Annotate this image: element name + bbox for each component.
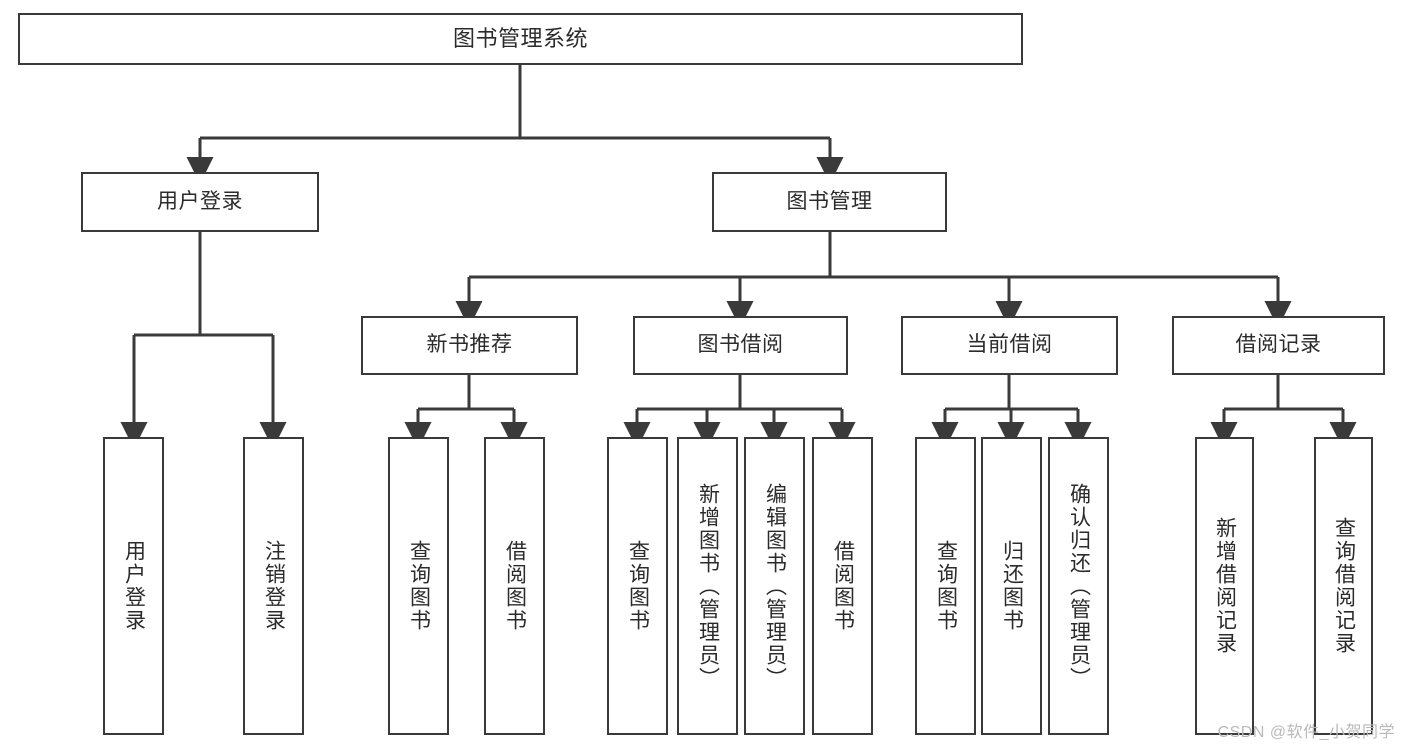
node-label: 查询图书	[407, 540, 431, 632]
node-label: 新书推荐	[426, 333, 513, 357]
node-label: 新增图书（管理员）	[696, 482, 720, 690]
watermark-text: CSDN @软件_小贺同学	[1217, 724, 1395, 741]
node-label: 确认归还（管理员）	[1067, 482, 1091, 690]
leaf-user-login-login[interactable]: 用户登录	[103, 437, 164, 735]
leaf-new-book-borrow[interactable]: 借阅图书	[484, 437, 545, 735]
node-label: 借阅记录	[1235, 333, 1322, 357]
leaf-book-borrow-add[interactable]: 新增图书（管理员）	[677, 437, 738, 735]
node-label: 查询图书	[934, 540, 958, 632]
node-borrow-record[interactable]: 借阅记录	[1172, 316, 1385, 375]
node-label: 注销登录	[262, 540, 286, 632]
node-current-borrow[interactable]: 当前借阅	[901, 316, 1118, 375]
node-label: 查询借阅记录	[1332, 517, 1356, 655]
node-new-book-recommend[interactable]: 新书推荐	[361, 316, 578, 375]
node-book-borrow[interactable]: 图书借阅	[633, 316, 848, 375]
node-label: 当前借阅	[966, 333, 1053, 357]
node-label: 用户登录	[157, 189, 243, 213]
node-label: 图书借阅	[697, 333, 784, 357]
leaf-book-borrow-query[interactable]: 查询图书	[607, 437, 668, 735]
node-label: 用户登录	[122, 540, 146, 632]
node-label: 借阅图书	[831, 540, 855, 632]
leaf-current-borrow-query[interactable]: 查询图书	[915, 437, 976, 735]
leaf-borrow-record-query[interactable]: 查询借阅记录	[1314, 437, 1373, 735]
node-label: 查询图书	[626, 540, 650, 632]
leaf-user-login-logout[interactable]: 注销登录	[243, 437, 304, 735]
node-label: 编辑图书（管理员）	[763, 482, 787, 690]
leaf-book-borrow-edit[interactable]: 编辑图书（管理员）	[744, 437, 805, 735]
node-label: 图书管理	[786, 189, 873, 213]
node-label: 归还图书	[1000, 540, 1024, 632]
node-label: 新增借阅记录	[1213, 517, 1237, 655]
node-label: 图书管理系统	[452, 26, 588, 52]
leaf-current-borrow-return[interactable]: 归还图书	[981, 437, 1042, 735]
node-root-system[interactable]: 图书管理系统	[18, 13, 1023, 65]
node-label: 借阅图书	[503, 540, 527, 632]
leaf-borrow-record-add[interactable]: 新增借阅记录	[1195, 437, 1254, 735]
node-user-login[interactable]: 用户登录	[81, 172, 319, 232]
node-book-management[interactable]: 图书管理	[712, 172, 947, 232]
leaf-current-borrow-confirm-return[interactable]: 确认归还（管理员）	[1048, 437, 1109, 735]
leaf-book-borrow-lend[interactable]: 借阅图书	[812, 437, 873, 735]
leaf-new-book-query[interactable]: 查询图书	[388, 437, 449, 735]
